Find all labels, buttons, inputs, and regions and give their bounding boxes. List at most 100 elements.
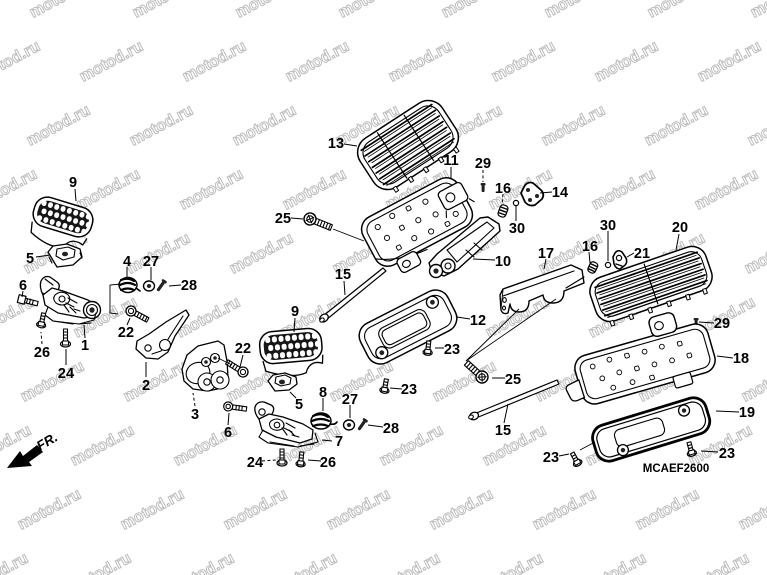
callout-25b: 25 [505,372,521,388]
part-step-plate-11-shape-shape-shape [389,212,396,219]
watermark-text: motod.ru [65,550,134,575]
part-bolt-6-left-shape [23,297,39,307]
part-step-plate-11-shape-shape [401,259,411,268]
part-step-rubber-left-shape-shape [74,226,80,233]
diagram-code: MCAEF2600 [643,463,709,475]
part-floor-mat-13-shape-shape-shape [392,185,400,193]
leader-line-7 [321,439,333,442]
callout-6b: 6 [224,425,232,441]
callout-19: 19 [739,405,755,421]
part-pin-29-top-shape [480,183,486,186]
callout-7: 7 [335,434,343,450]
exploded-parts-diagram-shape [16,99,716,468]
part-floor-mat-20-shape-shape-shape [647,306,654,314]
leader-line-26b [307,459,322,462]
part-step-plate-18-shape-shape [589,340,693,391]
watermark-text: motod.ru [283,38,352,86]
callout-11: 11 [443,153,458,169]
part-bracket-plate-12-shape-shape [378,309,431,349]
part-pin-28-left-shape [156,279,166,292]
part-floor-mat-13-shape-shape-shape [437,156,445,164]
part-ball-30-bot [604,261,612,269]
part-bar-cover-17-shape [500,289,504,310]
part-screw-23-d-shape [687,449,696,456]
part-step-plate-18-shape-shape-shape [616,369,623,376]
part-floor-mat-20-shape [589,245,713,327]
part-floor-mat-13-shape-shape-shape [364,109,437,157]
part-screw-23-c-shape [571,454,578,460]
part-floor-mat-13-shape-shape [360,103,455,186]
part-step-plate-11-shape-shape [374,198,459,251]
part-screw-23-a-shape [423,348,432,355]
part-screw-26-left-shape [39,312,47,323]
part-pad-holder-left-shape [48,252,83,264]
part-step-bar-front-shape [322,267,387,321]
callout-21: 21 [634,246,650,262]
part-bolt-22-left-shape [127,307,135,315]
part-step-rubber-left-shape-shape [79,220,85,226]
part-floor-mat-13-shape-shape-shape [382,137,455,186]
callout-24a: 24 [58,366,74,382]
watermark-text: motod.ru [15,486,84,534]
watermark-text: motod.ru [589,166,658,214]
part-step-bracket-left-front-shape [65,297,81,312]
callout-3: 3 [191,407,199,423]
watermark-text: motod.ru [692,166,761,214]
part-screw-26-left [36,312,47,329]
part-pin-28-right-shape [357,418,367,431]
part-step-plate-11-shape-shape-shape [452,210,459,217]
leader-line-12 [456,316,471,320]
part-step-plate-18 [565,312,716,405]
callout-23a: 23 [401,382,417,398]
part-step-plate-11-shape-shape-shape [405,205,412,212]
part-step-bar-front-shape [319,317,325,323]
part-step-bracket-rear-shape [258,429,319,448]
watermark-text: motod.ru [177,166,246,214]
part-bar-cover-17 [499,264,585,315]
part-floor-mat-20 [589,245,713,327]
part-step-rubber-right-shape-shape [298,334,304,341]
part-step-rubber-right-shape-shape [274,344,281,351]
part-step-rubber-right-shape-shape [268,344,274,351]
part-pad-holder-left [47,243,83,268]
part-floor-mat-13-shape-shape-shape [386,141,455,186]
leader-lines [21,143,740,462]
leader-line-9a [74,188,77,202]
part-stopper-14-shape [520,181,545,207]
part-step-bracket-rear-shape [269,441,315,447]
watermark-text: motod.ru [271,550,340,575]
callout-2: 2 [142,378,150,394]
callout-26a: 26 [34,345,50,361]
part-spring-8 [310,412,338,430]
assembly-line-1 [465,308,520,362]
callout-22b: 22 [235,341,251,357]
part-spring-8-shape [329,421,338,426]
part-floor-mat-13-shape-shape [392,146,460,193]
part-step-plate-18-shape-shape-shape [649,374,655,381]
part-bolt-22-left [125,305,150,323]
part-pin-28-right [357,418,368,431]
part-step-rubber-left-shape [36,200,91,235]
part-step-mat-19-shape [591,396,712,463]
callout-16b: 16 [582,239,598,255]
part-bolt-25-top-shape [306,215,314,223]
part-step-rubber-left-shape-shape [54,212,60,219]
part-step-plate-18-shape-shape-shape [610,384,617,391]
callout-30a: 30 [509,221,525,237]
part-step-rubber-right-shape-shape [271,336,277,343]
watermark-text: motod.ru [742,230,767,278]
part-spring-16-bot [587,261,599,274]
part-step-plate-18-shape-shape [672,371,694,389]
part-step-plate-18-shape [565,312,716,405]
part-floor-mat-13-shape-shape-shape [378,130,447,175]
callout-27b: 27 [342,392,358,408]
part-step-rubber-left-shape [30,221,88,249]
part-step-plate-11-shape-shape-shape [422,198,429,205]
part-pin-29-bot-shape [693,318,699,321]
part-step-mat-19-shape-shape [613,417,666,448]
watermark-text: motod.ru [336,0,405,22]
part-bracket-plate-12-shape-shape [363,294,453,360]
leader-line-5b [289,391,297,399]
callout-5a: 5 [26,251,34,267]
